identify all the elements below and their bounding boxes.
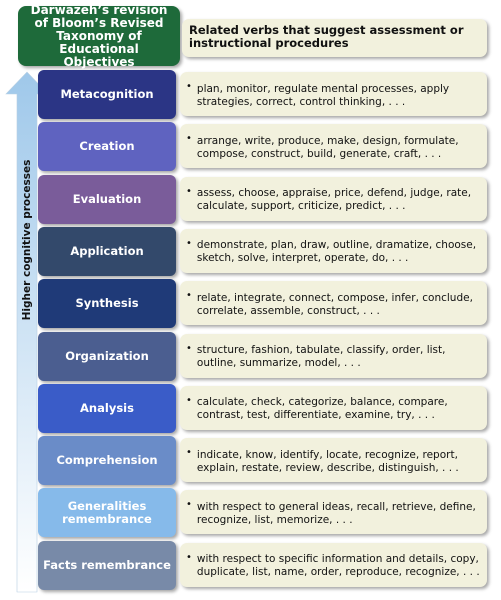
- level-synthesis: Synthesis: [38, 279, 176, 329]
- verbs-text: with respect to general ideas, recall, r…: [196, 500, 476, 526]
- verbs-analysis: • calculate, check, categorize, balance, …: [180, 385, 487, 430]
- bullet-icon: •: [186, 551, 192, 563]
- level-organization: Organization: [38, 331, 176, 381]
- bullet-icon: •: [186, 342, 192, 354]
- level-creation: Creation: [38, 122, 176, 172]
- bullet-icon: •: [186, 499, 192, 511]
- bullet-icon: •: [186, 237, 192, 249]
- level-application: Application: [38, 226, 176, 276]
- verbs-text: relate, integrate, connect, compose, inf…: [196, 291, 473, 317]
- level-generalities-remembrance: Generalities remembrance: [38, 488, 176, 538]
- verbs-text: structure, fashion, tabulate, classify, …: [196, 344, 446, 369]
- bullet-icon: •: [186, 290, 192, 302]
- taxonomy-title: Darwazeh’s revision of Bloom’s Revised T…: [18, 3, 180, 68]
- level-facts-remembrance: Facts remembrance: [38, 540, 176, 590]
- level-evaluation: Evaluation: [38, 174, 176, 224]
- verbs-text: with respect to specific information and…: [196, 553, 480, 579]
- level-analysis: Analysis: [38, 383, 176, 433]
- bullet-icon: •: [186, 81, 192, 92]
- verbs-evaluation: • assess, choose, appraise, price, defend…: [180, 176, 487, 221]
- verbs-text: assess, choose, appraise, price, defend,…: [196, 187, 472, 213]
- verbs-text: indicate, know, identify, locate, recogn…: [196, 448, 459, 474]
- bullet-icon: •: [186, 447, 192, 459]
- bullet-icon: •: [186, 185, 192, 197]
- verbs-metacognition: • plan, monitor, regulate mental processe…: [180, 72, 487, 116]
- verbs-synthesis: • relate, integrate, connect, compose, in…: [180, 281, 487, 326]
- verbs-text: calculate, check, categorize, balance, c…: [196, 396, 448, 422]
- verbs-creation: • arrange, write, produce, make, design, …: [180, 124, 487, 169]
- verbs-text: arrange, write, produce, make, design, f…: [196, 134, 459, 160]
- verbs-text: plan, monitor, regulate mental processes…: [196, 82, 450, 108]
- level-comprehension: Comprehension: [38, 436, 176, 486]
- axis-label: Higher cognitive processes: [21, 159, 33, 321]
- verbs-facts-remembrance: • with respect to specific information an…: [180, 542, 487, 587]
- upward-arrow: [5, 71, 49, 593]
- verbs-generalities-remembrance: • with respect to general ideas, recall, …: [180, 490, 487, 535]
- verbs-header: Related verbs that suggest assessment or…: [182, 19, 487, 57]
- verbs-text: demonstrate, plan, draw, outline, dramat…: [196, 239, 477, 265]
- level-metacognition: Metacognition: [38, 70, 176, 119]
- verbs-application: • demonstrate, plan, draw, outline, drama…: [180, 228, 487, 273]
- bullet-icon: •: [186, 133, 192, 145]
- verbs-organization: • structure, fashion, tabulate, classify,…: [180, 333, 487, 378]
- verbs-comprehension: • indicate, know, identify, locate, recog…: [180, 438, 487, 483]
- bullet-icon: •: [186, 394, 192, 406]
